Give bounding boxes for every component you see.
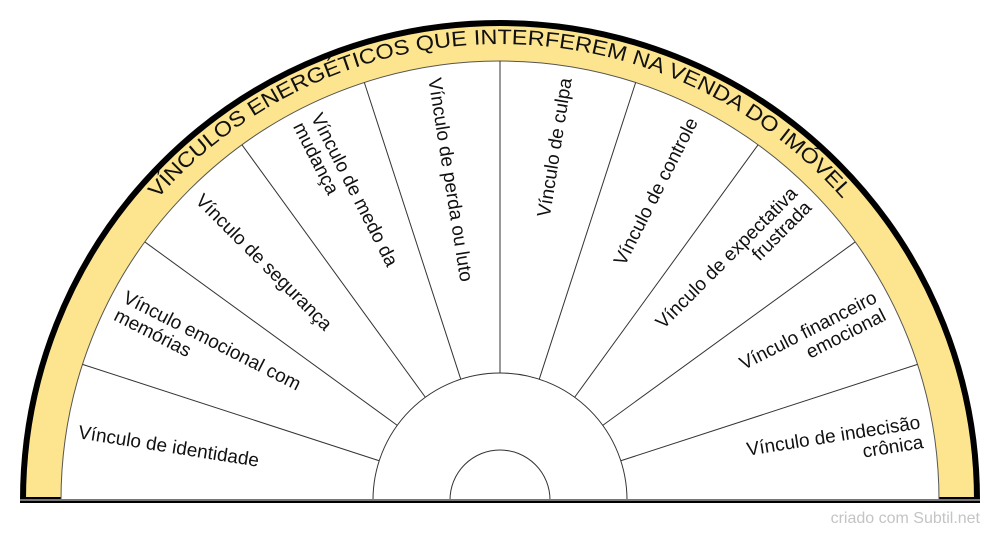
sector-divider — [538, 82, 637, 380]
watermark: criado com Subtil.net — [830, 510, 980, 527]
sector-divider — [144, 241, 398, 426]
sector-divider — [241, 144, 426, 398]
center-circle — [449, 449, 551, 501]
sector-divider — [620, 363, 918, 462]
sector-divider — [82, 363, 380, 462]
sector-divider — [574, 144, 759, 398]
inner-circle — [372, 372, 628, 501]
sector-divider — [602, 241, 856, 426]
sector-divider — [363, 82, 462, 380]
sector-label-line: Vínculo de culpa — [533, 76, 577, 219]
